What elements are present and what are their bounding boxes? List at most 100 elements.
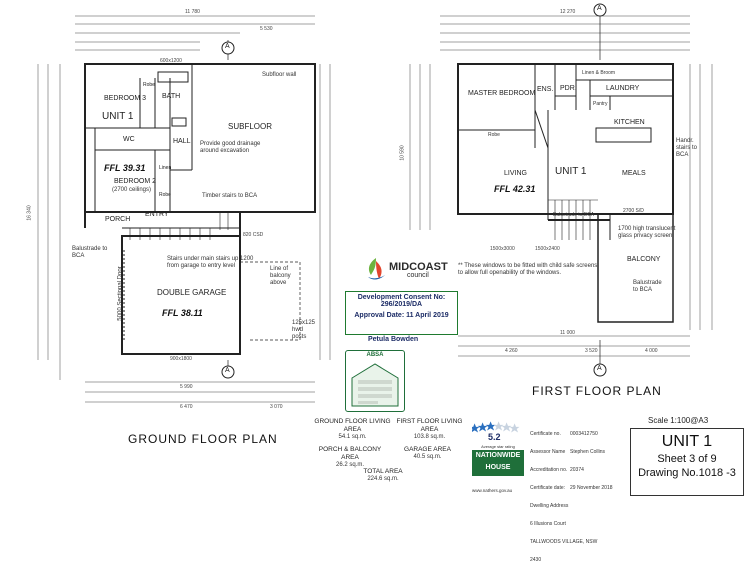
nathers-row-6: TALLWOODS VILLAGE, NSW xyxy=(530,530,625,548)
gf-note-subfloor-wall: Subfloor wall xyxy=(262,72,297,78)
approval-date: Approval Date: 11 April 2019 xyxy=(354,312,449,319)
gf-note-balustrade: Balustrade to BCA xyxy=(72,246,108,259)
ff-room-robe: Robe xyxy=(488,132,500,138)
gf-room-entry: ENTRY xyxy=(145,211,169,218)
ff-dim-bottom-2: 4 260 xyxy=(505,348,518,354)
nathers-row-1: Assessor Name Stephen Collins xyxy=(530,440,625,458)
section-marker-ff-top: A xyxy=(597,5,602,12)
gf-room-double-garage: DOUBLE GARAGE xyxy=(157,288,227,297)
title-block-drawing: Drawing No.1018 -3 xyxy=(638,467,736,479)
ff-dim-top-total: 12 270 xyxy=(560,9,576,15)
ff-note-stairs: Handr. stairs to BCA xyxy=(676,138,698,158)
nathers-row-7: 2430 xyxy=(530,548,625,566)
development-consent-stamp: Development Consent No: 296/2019/DA Appr… xyxy=(345,291,458,335)
gf-room-porch: PORCH xyxy=(105,216,131,223)
council-logo-mark-icon xyxy=(368,258,385,280)
area-first-living: FIRST FLOOR LIVING AREA 103.8 sq.m. xyxy=(392,418,467,440)
nathers-row-1-key: Assessor Name xyxy=(530,449,566,455)
nathers-row-3: Certificate date: 29 November 2018 xyxy=(530,476,625,494)
area-porch-balcony: PORCH & BALCONY AREA 26.2 sq.m. xyxy=(310,446,390,468)
consent-number: 296/2019/DA xyxy=(380,301,423,308)
title-block: UNIT 1 Sheet 3 of 9 Drawing No.1018 -3 xyxy=(630,428,744,496)
ground-floor-plan-drawing xyxy=(0,3,750,500)
gf-room-robe-2: Robe xyxy=(159,192,171,198)
section-marker-ff-bottom: A xyxy=(597,365,602,372)
ff-room-balcony: BALCONY xyxy=(627,256,661,263)
drawing-scale: Scale 1:100@A3 xyxy=(648,416,709,425)
gf-room-bedroom3: BEDROOM 3 xyxy=(104,95,147,102)
gf-note-balcony-line: Line of balcony above xyxy=(270,266,291,286)
area-garage-label: GARAGE AREA xyxy=(404,446,451,453)
gf-room-bedroom2: BEDROOM 2 xyxy=(114,178,157,185)
ff-room-pdr: PDR. xyxy=(560,85,577,92)
title-block-unit: UNIT 1 xyxy=(661,433,713,450)
nathers-row-2-value: 20374 xyxy=(570,467,584,473)
gf-ffl-garage: FFL 38.11 xyxy=(162,308,203,318)
nathers-stars-icon xyxy=(472,421,520,433)
area-ground-living-label: GROUND FLOOR LIVING AREA xyxy=(314,418,391,433)
gf-note-stairs-under: Stairs under main stairs up 1200 from ga… xyxy=(167,256,254,269)
council-logo: MIDCOAST council xyxy=(365,257,448,287)
absa-label: ABSA xyxy=(366,352,384,358)
nathers-details: Certificate no.0003412750 Assessor Name S… xyxy=(530,422,625,566)
area-first-living-value: 103.8 sq.m. xyxy=(413,434,446,440)
nathers-brand: NATIONWIDE HOUSE xyxy=(472,450,524,476)
ff-room-living: LIVING xyxy=(504,170,527,177)
nathers-row-4-key: Dwelling Address xyxy=(530,503,569,509)
gf-room-subfloor: SUBFLOOR xyxy=(228,122,273,131)
first-floor-plan-title: FIRST FLOOR PLAN xyxy=(532,384,662,398)
ff-note-glass: 1700 high translucent glass privacy scre… xyxy=(618,226,676,239)
area-ground-living-value: 54.1 sq.m. xyxy=(338,434,367,440)
area-total-value: 224.6 sq.m. xyxy=(367,476,399,482)
ff-note-balustrade-balcony: Balustrade to BCA xyxy=(633,280,662,293)
gf-dim-bottom-2: 6 470 xyxy=(180,404,193,410)
ff-dim-win-1: 1500x3000 xyxy=(490,246,515,252)
ff-note-balustrade-stair: Balustrade to BCA xyxy=(553,212,595,218)
nathers-row-0-value: 0003412750 xyxy=(570,431,598,437)
absa-certificate: ABSA xyxy=(345,350,405,412)
gf-room-linen: Linen xyxy=(159,165,172,171)
gf-room-bath: BATH xyxy=(162,93,181,100)
gf-dim-bottom-3: 3 070 xyxy=(270,404,283,410)
section-marker-gf-top: A xyxy=(225,43,230,50)
area-garage-value: 40.5 sq.m. xyxy=(413,454,442,460)
area-porch-balcony-label: PORCH & BALCONY AREA xyxy=(318,446,382,461)
absa-house-icon xyxy=(348,360,402,408)
nathers-row-6-value: TALLWOODS VILLAGE, NSW xyxy=(530,539,598,545)
ff-room-meals: MEALS xyxy=(622,170,646,177)
ff-dim-left-total: 10 590 xyxy=(399,145,406,161)
ff-dim-win-2: 1500x2400 xyxy=(535,246,560,252)
ff-dim-bottom-1: 3 520 xyxy=(585,348,598,354)
gf-dim-left-total: 16 340 xyxy=(26,205,33,221)
nathers-row-5-value: 6 Illusions Court xyxy=(530,521,566,527)
nathers-row-0: Certificate no.0003412750 xyxy=(530,422,625,440)
nathers-url: www.nathers.gov.au xyxy=(472,488,513,493)
council-sub: council xyxy=(407,272,429,279)
gf-ffl-upper: FFL 39.31 xyxy=(104,163,146,173)
nathers-row-1-value: Stephen Collins xyxy=(570,449,606,455)
gf-note-timber-stairs: Timber stairs to BCA xyxy=(202,193,258,199)
gf-dim-door: 820 CSD xyxy=(243,232,264,238)
ff-room-kitchen: KITCHEN xyxy=(614,119,645,126)
ff-room-master-bedroom: MASTER BEDROOM xyxy=(468,90,536,97)
gf-dim-window-top: 600x1200 xyxy=(160,58,182,64)
ff-note-sd: 2700 S/D xyxy=(623,208,644,214)
nathers-row-7-value: 2430 xyxy=(530,557,542,563)
area-garage: GARAGE AREA 40.5 sq.m. xyxy=(395,446,460,460)
gf-sectional-door: 5000 Sectional Door xyxy=(117,266,124,321)
gf-dim-garage-window: 900x1800 xyxy=(170,356,192,362)
nathers-row-5: 6 Illusions Court xyxy=(530,512,625,530)
area-porch-balcony-value: 26.2 sq.m. xyxy=(335,462,364,468)
gf-room-wc: WC xyxy=(123,136,135,143)
gf-dim-top-right: 5 530 xyxy=(260,26,273,32)
nathers-rating-caption: Average star rating xyxy=(481,444,515,449)
area-first-living-label: FIRST FLOOR LIVING AREA xyxy=(396,418,463,433)
area-ground-living: GROUND FLOOR LIVING AREA 54.1 sq.m. xyxy=(310,418,395,440)
title-block-sheet: Sheet 3 of 9 xyxy=(657,453,717,465)
ff-room-pantry: Pantry xyxy=(593,101,608,107)
council-name: MIDCOAST xyxy=(389,261,448,273)
nathers-row-3-value: 29 November 2018 xyxy=(570,485,613,491)
section-marker-gf-bottom: A xyxy=(225,367,230,374)
ff-dim-mid: 11 000 xyxy=(560,330,575,336)
nathers-row-3-key: Certificate date: xyxy=(530,485,566,491)
